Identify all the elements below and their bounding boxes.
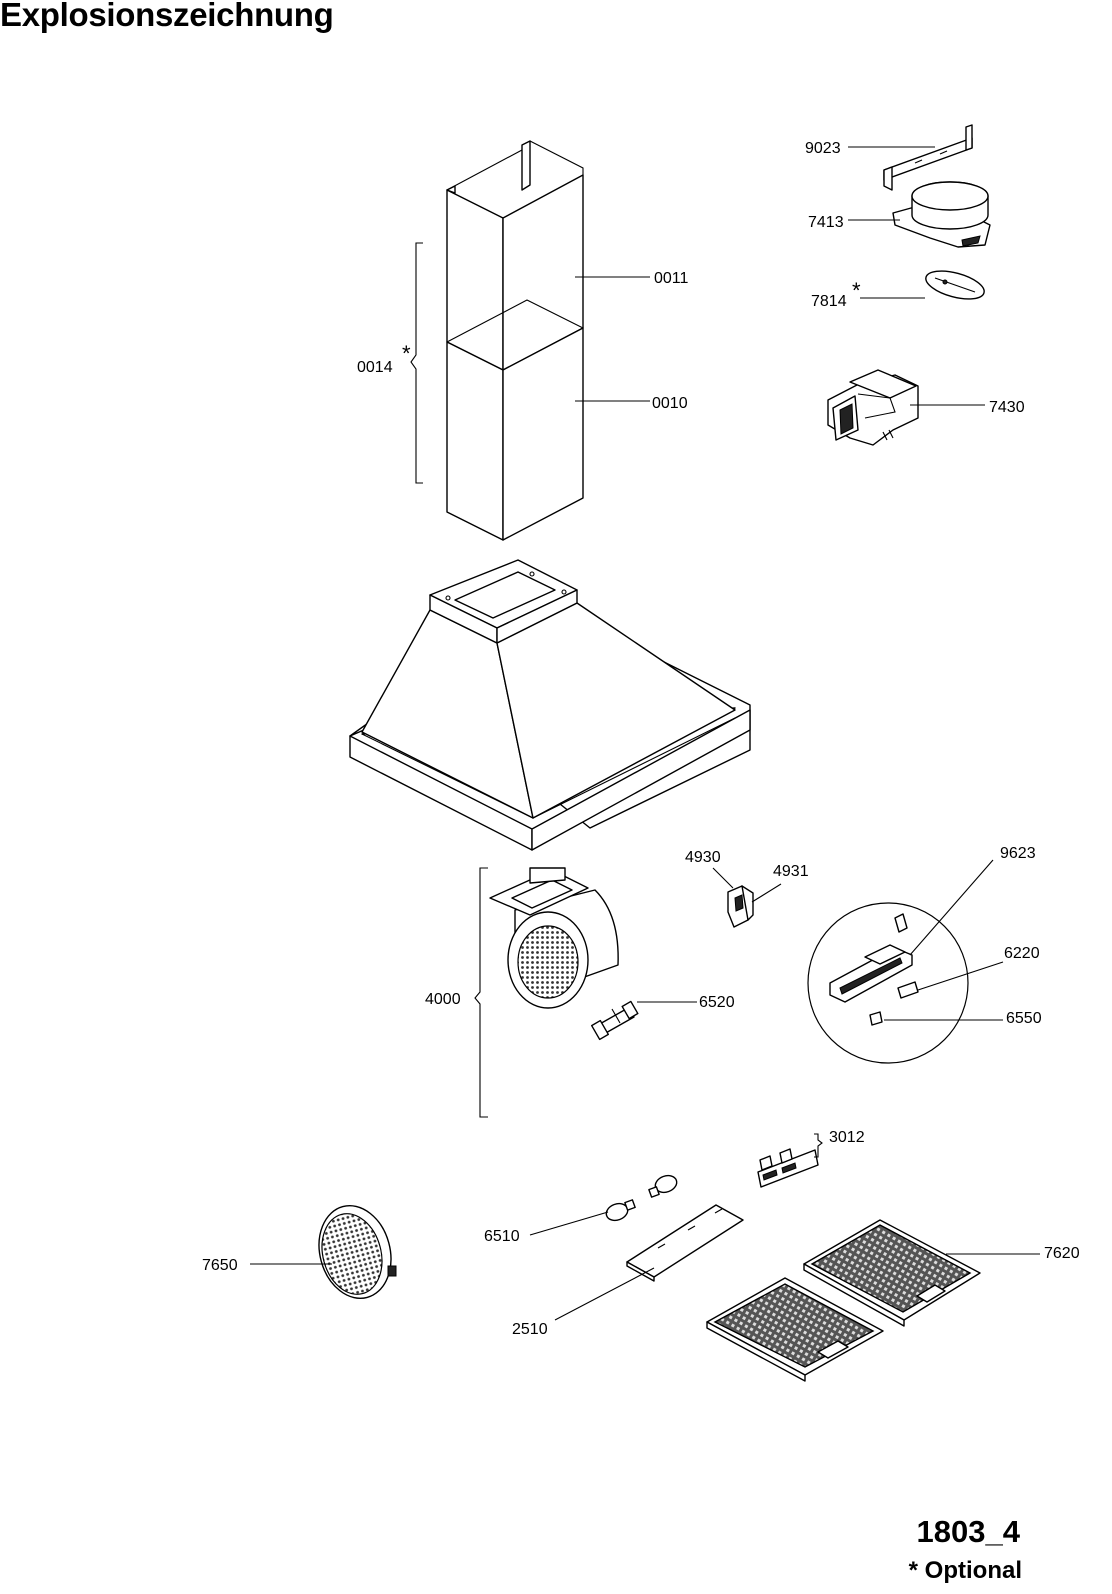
label-7814: 7814 xyxy=(811,293,847,310)
part-2510-glass xyxy=(626,1204,744,1282)
label-6550: 6550 xyxy=(1006,1010,1042,1027)
label-0011: 0011 xyxy=(654,270,689,287)
bracket-4000 xyxy=(474,867,488,1118)
label-4930: 4930 xyxy=(685,849,721,866)
bracket-3012 xyxy=(814,1133,823,1158)
part-7430-housing xyxy=(827,369,919,446)
label-4000: 4000 xyxy=(425,991,461,1008)
drawing-number: 1803_4 xyxy=(916,1514,1020,1549)
detail-circle-electrical xyxy=(807,902,969,1064)
bracket-0014 xyxy=(410,242,423,484)
part-4000-blower xyxy=(489,867,619,1009)
part-4930-switch xyxy=(727,885,754,928)
optional-footnote: * Optional xyxy=(908,1557,1022,1584)
label-6220: 6220 xyxy=(1004,945,1040,962)
label-6510: 6510 xyxy=(484,1228,520,1245)
part-6520-capacitor xyxy=(590,1000,639,1041)
label-6520: 6520 xyxy=(699,994,735,1011)
label-0014: 0014 xyxy=(357,359,393,376)
part-9023-bracket xyxy=(883,124,973,191)
optional-mark-7814: * xyxy=(852,278,861,303)
label-3012: 3012 xyxy=(829,1129,865,1146)
part-7814-valve xyxy=(925,270,985,300)
label-9023: 9023 xyxy=(805,140,841,157)
label-7413: 7413 xyxy=(808,214,844,231)
label-7430: 7430 xyxy=(989,399,1025,416)
part-3012-control xyxy=(757,1148,819,1188)
part-7620-grease-filters xyxy=(706,1219,981,1382)
label-0010: 0010 xyxy=(652,395,688,412)
label-9623: 9623 xyxy=(1000,845,1036,862)
part-6510-lamps xyxy=(605,1174,678,1222)
chimney-upper-0011 xyxy=(446,140,584,371)
part-7413-flange xyxy=(892,181,991,248)
part-7650-carbon-filter xyxy=(318,1205,397,1299)
page-title: Explosionszeichnung xyxy=(0,0,334,33)
label-2510: 2510 xyxy=(512,1321,548,1338)
label-4931: 4931 xyxy=(773,863,809,880)
chimney-lower-0010 xyxy=(446,299,584,541)
label-7620: 7620 xyxy=(1044,1245,1080,1262)
label-7650: 7650 xyxy=(202,1257,238,1274)
optional-mark-0014: * xyxy=(402,341,411,366)
hood-body xyxy=(349,559,751,851)
